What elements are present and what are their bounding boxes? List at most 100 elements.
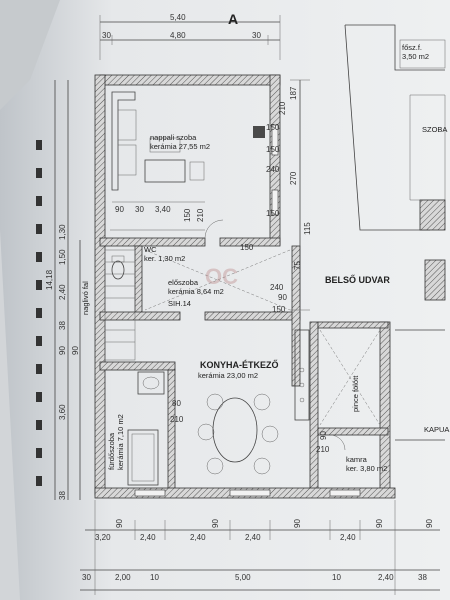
dim-bot1-7: 90 <box>293 519 302 528</box>
dim-bot2-5: 2,40 <box>378 573 394 582</box>
dim-bot1-8: 90 <box>375 519 384 528</box>
right-room-floor: 3,50 m2 <box>402 52 429 61</box>
dim-bot2-0: 30 <box>82 573 91 582</box>
dim-int-0: 90 <box>115 205 124 214</box>
dim-top-left: 30 <box>102 31 111 40</box>
living-furniture <box>110 91 224 239</box>
kitchen-floor: kerámia 23,00 m2 <box>198 371 258 380</box>
dim-int-1: 30 <box>135 205 144 214</box>
dim-bot1-3: 2,40 <box>245 533 261 542</box>
paper-fold <box>0 0 60 110</box>
dim-bot1-4: 2,40 <box>340 533 356 542</box>
dim-bot1-1: 2,40 <box>140 533 156 542</box>
bath-name: fürdőszoba <box>107 432 116 470</box>
dim-right-2: 150 <box>266 123 280 132</box>
hall-floor: kerámia 8,64 m2 <box>168 287 224 296</box>
dim-int-5: 80 <box>172 399 181 408</box>
top-dimensions: 5,40 30 4,80 30 A <box>99 11 281 60</box>
dim-bot1-0: 3,20 <box>95 533 111 542</box>
hall-name: előszoba <box>168 278 199 287</box>
pantry-floor: ker. 3,80 m2 <box>346 464 387 473</box>
dim-top-right: 30 <box>252 31 261 40</box>
neighbour-building <box>344 24 446 441</box>
bath-fixtures <box>127 371 165 486</box>
kitchen-counter <box>294 329 310 421</box>
courtyard-name: BELSŐ UDVAR <box>325 274 390 285</box>
dim-int-8: 90 <box>319 431 328 440</box>
dim-bot1-5: 90 <box>115 519 124 528</box>
dim-int-2: 3,40 <box>155 205 171 214</box>
bottom-dimensions-row2: 30 2,00 10 5,00 10 2,40 38 <box>82 573 427 582</box>
dim-right-4: 150 <box>266 145 280 154</box>
dim-left-3: 1,30 <box>58 224 67 240</box>
dim-right-9: 240 <box>270 283 284 292</box>
dim-overall-width: 5,40 <box>170 13 186 22</box>
section-mark-a: A <box>228 11 238 27</box>
dim-bot1-6: 90 <box>211 519 220 528</box>
pergola-label: pince fölött <box>351 375 360 412</box>
bottom-dimension-lines <box>80 500 440 595</box>
hall-code: SIH.14 <box>168 299 191 308</box>
right-dimensions: 187 210 150 240 150 270 150 115 75 240 9… <box>266 86 312 314</box>
dim-bot2-3: 5,00 <box>235 573 251 582</box>
left-wall-text: naglivó fal <box>81 281 90 315</box>
dim-int-3: 150 <box>183 208 192 222</box>
dim-int-6: 210 <box>170 415 184 424</box>
right-room-name: fősz.f. <box>402 43 422 52</box>
dim-bot1-2: 2,40 <box>190 533 206 542</box>
left-dimensions: 14,18 1,50 2,40 1,30 38 90 90 3,60 38 <box>45 224 80 500</box>
pergola-name: pince fölött <box>351 375 360 412</box>
dim-left-0: 14,18 <box>45 269 54 290</box>
dim-bot2-1: 2,00 <box>115 573 131 582</box>
dim-int-4: 210 <box>196 208 205 222</box>
dim-right-7: 115 <box>303 222 312 235</box>
wc-name: WC <box>144 245 157 254</box>
living-room-name: nappali szoba <box>150 133 197 142</box>
dim-left-5: 90 <box>58 346 67 355</box>
kitchen-name: KONYHA-ÉTKEZŐ <box>200 359 279 370</box>
dim-int-7: 210 <box>316 445 330 454</box>
wc-fixtures <box>111 255 125 280</box>
right-room2-name: SZOBA <box>422 125 447 134</box>
walls <box>94 74 396 499</box>
dim-right-5: 270 <box>289 171 298 185</box>
dim-left-1: 1,50 <box>58 249 67 265</box>
pantry-name: kamra <box>346 455 368 464</box>
dim-right-11: 150 <box>272 305 286 314</box>
dim-bot2-4: 10 <box>332 573 341 582</box>
dim-bot1-9: 90 <box>425 519 434 528</box>
dim-left-8: 38 <box>58 491 67 500</box>
left-wall-label: naglivó fal <box>81 281 90 315</box>
dim-top-main: 4,80 <box>170 31 186 40</box>
pergola-area <box>319 329 381 451</box>
dim-left-2: 2,40 <box>58 284 67 300</box>
bath-floor: kerámia 7,10 m2 <box>116 414 125 470</box>
interior-dimensions: 90 30 3,40 150 210 80 210 210 90 150 <box>115 205 330 454</box>
right-dimension-line <box>290 79 310 311</box>
wc-floor: ker. 1,30 m2 <box>144 254 185 263</box>
dim-bot2-2: 10 <box>150 573 159 582</box>
dim-right-0: 187 <box>289 86 298 100</box>
dim-right-8: 75 <box>293 261 302 270</box>
living-room-floor: kerámia 27,55 m2 <box>150 142 210 151</box>
dim-left-4: 38 <box>58 321 67 330</box>
dim-right-10: 90 <box>278 293 287 302</box>
dim-right-6: 150 <box>266 209 280 218</box>
dim-int-9: 150 <box>240 243 254 252</box>
dim-right-3: 240 <box>266 165 280 174</box>
gate-name: KAPUA <box>424 425 449 434</box>
watermark-logo: OC <box>205 264 238 289</box>
bottom-dimensions-row1: 3,20 2,40 2,40 2,40 2,40 90 90 90 90 90 <box>95 519 434 542</box>
bath-label: fürdőszoba kerámia 7,10 m2 <box>107 414 125 470</box>
dim-right-1: 210 <box>278 101 287 115</box>
left-dimension-line <box>54 80 81 500</box>
dim-bot2-6: 38 <box>418 573 427 582</box>
dining-set <box>197 393 279 475</box>
hall-cross <box>144 249 291 311</box>
dim-left-7: 3,60 <box>58 404 67 420</box>
binder-holes <box>36 140 42 486</box>
dim-left-6: 90 <box>71 346 80 355</box>
